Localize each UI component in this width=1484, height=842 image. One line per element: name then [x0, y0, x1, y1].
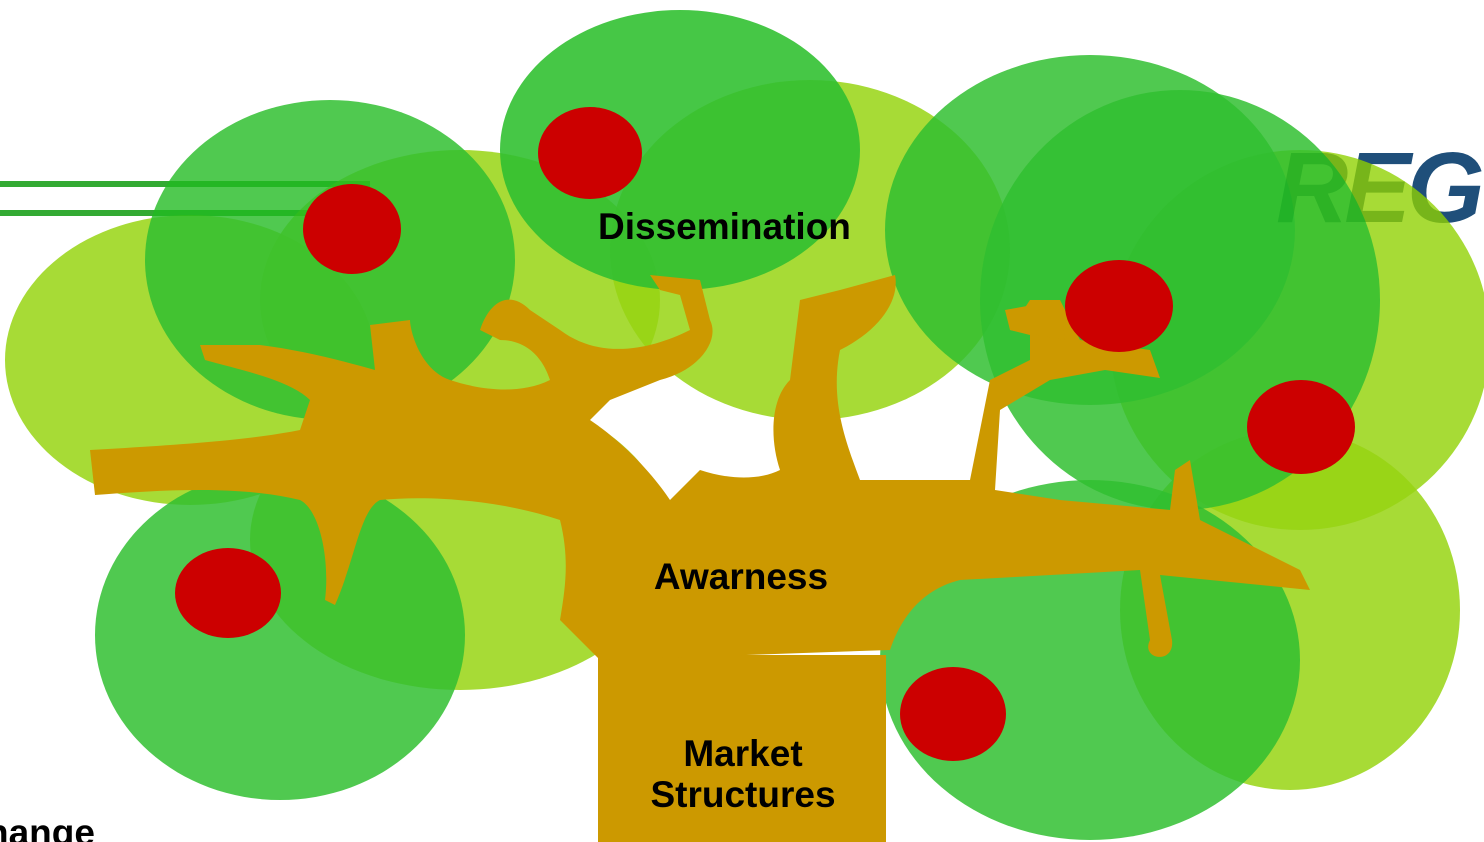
market-structures-label: Market Structures	[650, 733, 836, 816]
canopy-dark-top	[500, 10, 860, 290]
fruit-top	[538, 107, 642, 199]
dissemination-label: Dissemination	[598, 206, 851, 247]
cut-off-text: hange	[0, 812, 95, 842]
awareness-label: Awarness	[653, 556, 829, 597]
branches	[90, 275, 1310, 660]
fruit-right	[1247, 380, 1355, 474]
fruit-upper-left	[303, 184, 401, 274]
fruit-upper-right	[1065, 260, 1173, 352]
trunk-base	[598, 655, 886, 842]
branch-right-upper	[1010, 300, 1065, 340]
canopy-dark-lower-left	[95, 470, 465, 800]
fruits	[175, 107, 1355, 761]
trunk-and-branches	[90, 275, 1310, 842]
fruit-lower-right	[900, 667, 1006, 761]
fruit-lower-left	[175, 548, 281, 638]
